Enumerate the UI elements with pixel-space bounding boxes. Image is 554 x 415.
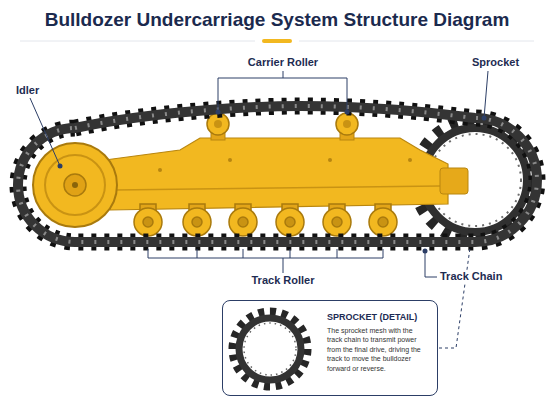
detail-box: SPROCKET (DETAIL) The sprocket mesh with … bbox=[222, 300, 438, 396]
sprocket-detail-figure bbox=[233, 312, 307, 386]
title-rule bbox=[20, 41, 255, 42]
detail-text: The sprocket mesh with the track chain t… bbox=[327, 326, 429, 373]
carrier-roller-figure bbox=[207, 113, 358, 140]
part-label: Idler bbox=[14, 84, 41, 96]
part-label: Track Chain bbox=[438, 270, 504, 282]
part-label: Carrier Roller bbox=[246, 56, 320, 68]
track-roller-figure bbox=[134, 204, 397, 236]
detail-heading: SPROCKET (DETAIL) bbox=[327, 312, 429, 322]
title-accent bbox=[262, 39, 292, 43]
idler-figure bbox=[33, 143, 117, 227]
leader-line bbox=[30, 71, 488, 348]
title-rule bbox=[299, 41, 534, 42]
track-chain-figure bbox=[18, 106, 537, 242]
diagram-title: Bulldozer Undercarriage System Structure… bbox=[0, 9, 554, 31]
part-label: Sprocket bbox=[470, 56, 521, 68]
track-frame bbox=[68, 138, 468, 210]
part-label: Track Roller bbox=[250, 274, 317, 286]
leader-dot bbox=[58, 110, 487, 254]
